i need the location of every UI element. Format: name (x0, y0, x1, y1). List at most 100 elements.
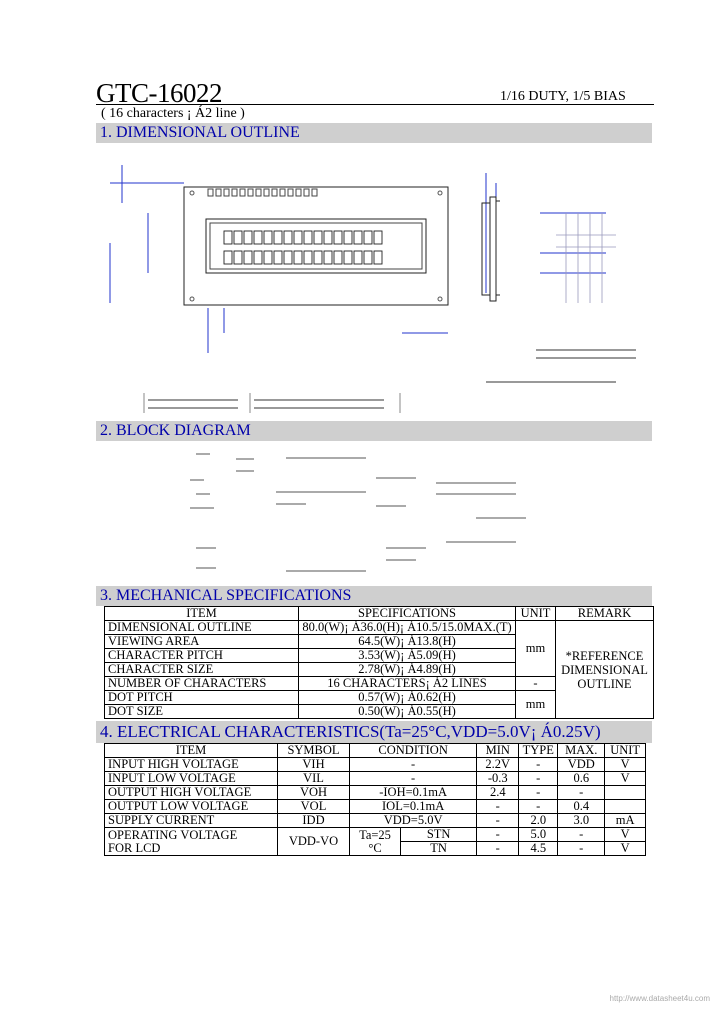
table-row: DOT PITCH 0.57(W)¡ Á0.62(H) mm (104, 690, 654, 719)
row-symbol: VOL (277, 799, 350, 814)
header-remark: REMARK (555, 606, 654, 621)
header-condition: CONDITION (348, 743, 478, 758)
op-voltage-symbol: VDD-VO (277, 827, 350, 856)
row-max: 3.0 (557, 813, 606, 828)
row-condition: VDD=5.0V (348, 813, 478, 828)
header-min: MIN (476, 743, 520, 758)
table-row: DOT SIZE 0.50(W)¡ Á0.55(H) (104, 704, 654, 719)
unit-mm-cell-2: mm (515, 690, 556, 719)
row-spec: 80.0(W)¡ Á36.0(H)¡ Á10.5/15.0MAX.(T) (298, 620, 516, 635)
row-min: -0.3 (476, 771, 520, 786)
unit-mm-cell: mm (515, 620, 556, 677)
op-mode: TN (399, 841, 478, 856)
row-max: 0.4 (557, 799, 606, 814)
table-row: TN - 4.5 - V (105, 841, 646, 856)
row-max: - (557, 785, 606, 800)
row-item: DOT PITCH (104, 690, 299, 705)
table-row: INPUT HIGH VOLTAGE VIH - 2.2V - VDD V (104, 757, 646, 772)
row-item: DOT SIZE (104, 704, 299, 719)
row-item: OUTPUT HIGH VOLTAGE (104, 785, 278, 800)
row-max: 0.6 (557, 771, 606, 786)
row-spec: 64.5(W)¡ Á13.8(H) (298, 634, 516, 649)
op-item-line: OPERATING VOLTAGE (108, 827, 238, 842)
unit-dash-cell: - (515, 676, 556, 691)
row-spec: 3.53(W)¡ Á5.09(H) (298, 648, 516, 663)
doc-subtitle: ( 16 characters ¡ Á2 line ) (101, 106, 245, 121)
row-min: - (476, 799, 520, 814)
row-symbol: IDD (277, 813, 350, 828)
table-row: DIMENSIONAL OUTLINE 80.0(W)¡ Á36.0(H)¡ Á… (104, 620, 654, 719)
row-min: - (476, 813, 520, 828)
section-dimensional-outline: 1. DIMENSIONAL OUTLINE (96, 123, 652, 143)
table-row: OUTPUT LOW VOLTAGE VOL IOL=0.1mA - - 0.4 (104, 799, 646, 814)
row-type: - (518, 771, 559, 786)
section-mechanical-specifications: 3. MECHANICAL SPECIFICATIONS (96, 586, 652, 606)
row-min: 2.4 (476, 785, 520, 800)
table-row: NUMBER OF CHARACTERS 16 CHARACTERS¡ Á2 L… (104, 676, 654, 691)
op-voltage-condition: Ta=25 °C (349, 827, 401, 856)
row-max: VDD (557, 757, 606, 772)
row-spec: 0.50(W)¡ Á0.55(H) (298, 704, 516, 719)
row-unit (604, 785, 646, 800)
row-min: - (476, 841, 520, 856)
op-cond-line: Ta=25 (359, 827, 391, 842)
row-item: OUTPUT LOW VOLTAGE (104, 799, 278, 814)
row-item: DIMENSIONAL OUTLINE (104, 620, 299, 635)
section-block-diagram: 2. BLOCK DIAGRAM (96, 421, 652, 441)
table-row: CHARACTER SIZE 2.78(W)¡ Á4.89(H) (104, 662, 654, 677)
row-item: VIEWING AREA (104, 634, 299, 649)
row-spec: 16 CHARACTERS¡ Á2 LINES (298, 676, 516, 691)
row-spec: 2.78(W)¡ Á4.89(H) (298, 662, 516, 677)
remark-line: OUTLINE (577, 676, 632, 691)
header-item: ITEM (104, 606, 299, 621)
row-unit: V (604, 841, 646, 856)
title-rule (96, 104, 654, 105)
row-condition: - (348, 771, 478, 786)
duty-bias-label: 1/16 DUTY, 1/5 BIAS (500, 89, 626, 104)
row-type: - (518, 785, 559, 800)
table-row: OPERATING VOLTAGE FOR LCD VDD-VO Ta=25 °… (104, 827, 646, 856)
row-unit: V (604, 827, 646, 842)
electrical-char-table: ITEM SYMBOL CONDITION MIN TYPE MAX. UNIT… (104, 743, 646, 856)
table-row: CHARACTER PITCH 3.53(W)¡ Á5.09(H) (104, 648, 654, 663)
row-item: SUPPLY CURRENT (104, 813, 278, 828)
row-symbol: VIH (277, 757, 350, 772)
block-diagram-drawing (190, 453, 526, 572)
header-max: MAX. (557, 743, 606, 758)
row-max: - (557, 841, 606, 856)
row-item: CHARACTER PITCH (104, 648, 299, 663)
op-cond-line: °C (368, 840, 382, 855)
op-mode: STN (399, 827, 478, 842)
header-type: TYPE (518, 743, 559, 758)
op-voltage-item: OPERATING VOLTAGE FOR LCD (104, 827, 278, 856)
row-type: 4.5 (518, 841, 559, 856)
table-row: SUPPLY CURRENT IDD VDD=5.0V - 2.0 3.0 mA (104, 813, 646, 828)
row-symbol: VOH (277, 785, 350, 800)
dimensional-outline-drawing (109, 165, 636, 413)
row-item: NUMBER OF CHARACTERS (104, 676, 299, 691)
row-spec: 0.57(W)¡ Á0.62(H) (298, 690, 516, 705)
watermark: http://www.datasheet4u.com (609, 994, 711, 1003)
row-type: - (518, 799, 559, 814)
row-unit: V (604, 757, 646, 772)
row-condition: -IOH=0.1mA (348, 785, 478, 800)
row-item: CHARACTER SIZE (104, 662, 299, 677)
remark-cell: *REFERENCE DIMENSIONAL OUTLINE (555, 620, 654, 719)
row-type: 5.0 (518, 827, 559, 842)
table-row: OUTPUT HIGH VOLTAGE VOH -IOH=0.1mA 2.4 -… (104, 785, 646, 800)
row-condition: IOL=0.1mA (348, 799, 478, 814)
row-type: 2.0 (518, 813, 559, 828)
remark-line: DIMENSIONAL (561, 662, 648, 677)
row-item: INPUT HIGH VOLTAGE (104, 757, 278, 772)
row-min: 2.2V (476, 757, 520, 772)
header-item: ITEM (104, 743, 278, 758)
section-electrical-characteristics: 4. ELECTRICAL CHARACTERISTICS(Ta=25°C,VD… (96, 721, 652, 743)
row-condition: - (348, 757, 478, 772)
row-min: - (476, 827, 520, 842)
header-unit: UNIT (604, 743, 646, 758)
row-unit: V (604, 771, 646, 786)
remark-line: *REFERENCE (565, 648, 644, 663)
mechanical-spec-table: ITEM SPECIFICATIONS UNIT REMARK DIMENSIO… (104, 606, 654, 719)
header-specifications: SPECIFICATIONS (298, 606, 516, 621)
row-item: INPUT LOW VOLTAGE (104, 771, 278, 786)
